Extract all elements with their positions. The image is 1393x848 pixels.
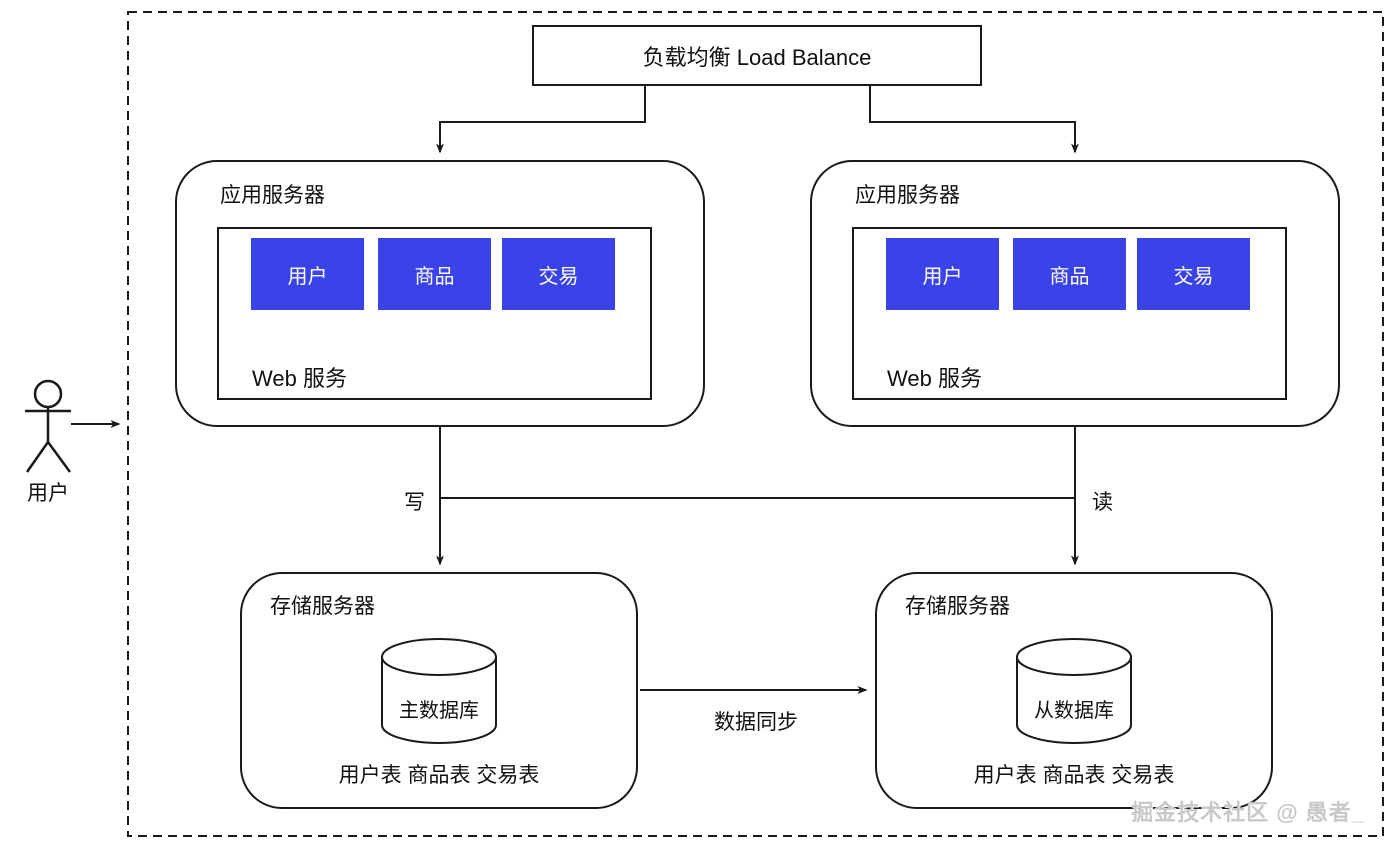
- web-service-right-box: 用户 商品 交易 Web 服务: [852, 227, 1287, 400]
- module-user-left: 用户: [251, 238, 364, 310]
- web-service-left-box: 用户 商品 交易 Web 服务: [217, 227, 652, 400]
- master-database-cylinder-icon: [381, 638, 497, 744]
- module-user-right: 用户: [886, 238, 999, 310]
- app-server-right-label: 应用服务器: [855, 184, 960, 207]
- web-service-left-label: Web 服务: [252, 366, 347, 391]
- load-balancer-box: 负载均衡 Load Balance: [532, 25, 982, 86]
- module-trade-right: 交易: [1137, 238, 1250, 310]
- storage-server-right-label: 存储服务器: [905, 595, 1010, 618]
- app-server-left-label: 应用服务器: [220, 184, 325, 207]
- slave-tables-label: 用户表 商品表 交易表: [973, 764, 1175, 787]
- slave-database-label: 从数据库: [1034, 700, 1114, 722]
- app-server-left-box: 应用服务器 用户 商品 交易 Web 服务: [175, 160, 705, 427]
- watermark-text: 掘金技术社区 @ 愚者_: [1131, 800, 1365, 825]
- user-actor-label: 用户: [27, 482, 69, 505]
- edge-lb-to-right-app-server: [869, 86, 1079, 154]
- master-database-label: 主数据库: [399, 700, 479, 722]
- module-trade-left: 交易: [502, 238, 615, 310]
- module-product-right: 商品: [1013, 238, 1126, 310]
- storage-server-left-box: 存储服务器: [240, 572, 638, 809]
- web-service-right-label: Web 服务: [887, 366, 982, 391]
- storage-server-left-label: 存储服务器: [270, 595, 375, 618]
- load-balancer-label: 负载均衡 Load Balance: [642, 44, 872, 70]
- read-edge-label: 读: [1092, 491, 1113, 514]
- app-server-right-box: 应用服务器 用户 商品 交易 Web 服务: [810, 160, 1340, 427]
- write-edge-label: 写: [404, 491, 425, 514]
- master-tables-label: 用户表 商品表 交易表: [338, 764, 540, 787]
- edge-lb-to-left-app-server: [436, 86, 646, 154]
- module-product-left: 商品: [378, 238, 491, 310]
- storage-server-right-box: 存储服务器: [875, 572, 1273, 809]
- system-boundary-dashed-border: [127, 11, 1384, 837]
- slave-database-cylinder-icon: [1016, 638, 1132, 744]
- data-sync-edge-label: 数据同步: [714, 711, 798, 734]
- user-actor-icon: [25, 379, 72, 473]
